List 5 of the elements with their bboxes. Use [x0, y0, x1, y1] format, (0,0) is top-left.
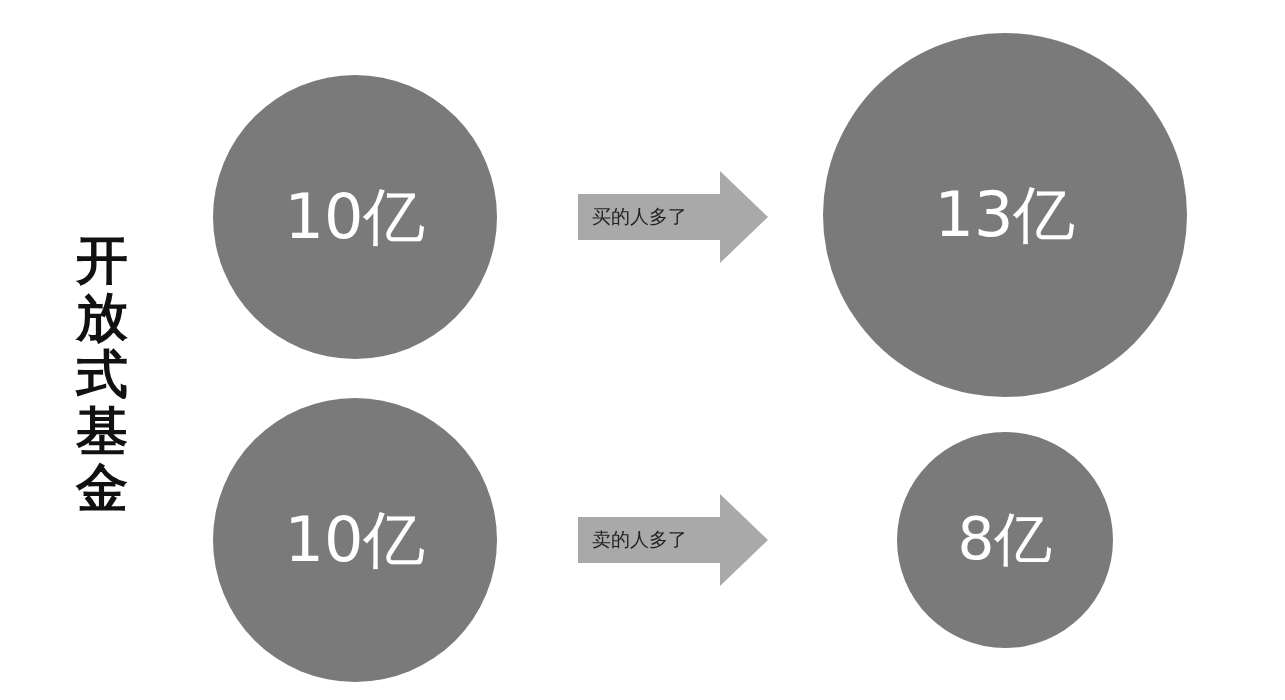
amount-circle: 10亿 [213, 398, 497, 682]
amount-circle: 8亿 [897, 432, 1113, 648]
amount-circle: 10亿 [213, 75, 497, 359]
amount-circle: 13亿 [823, 33, 1187, 397]
vertical-title: 开放式基金 [74, 232, 129, 517]
